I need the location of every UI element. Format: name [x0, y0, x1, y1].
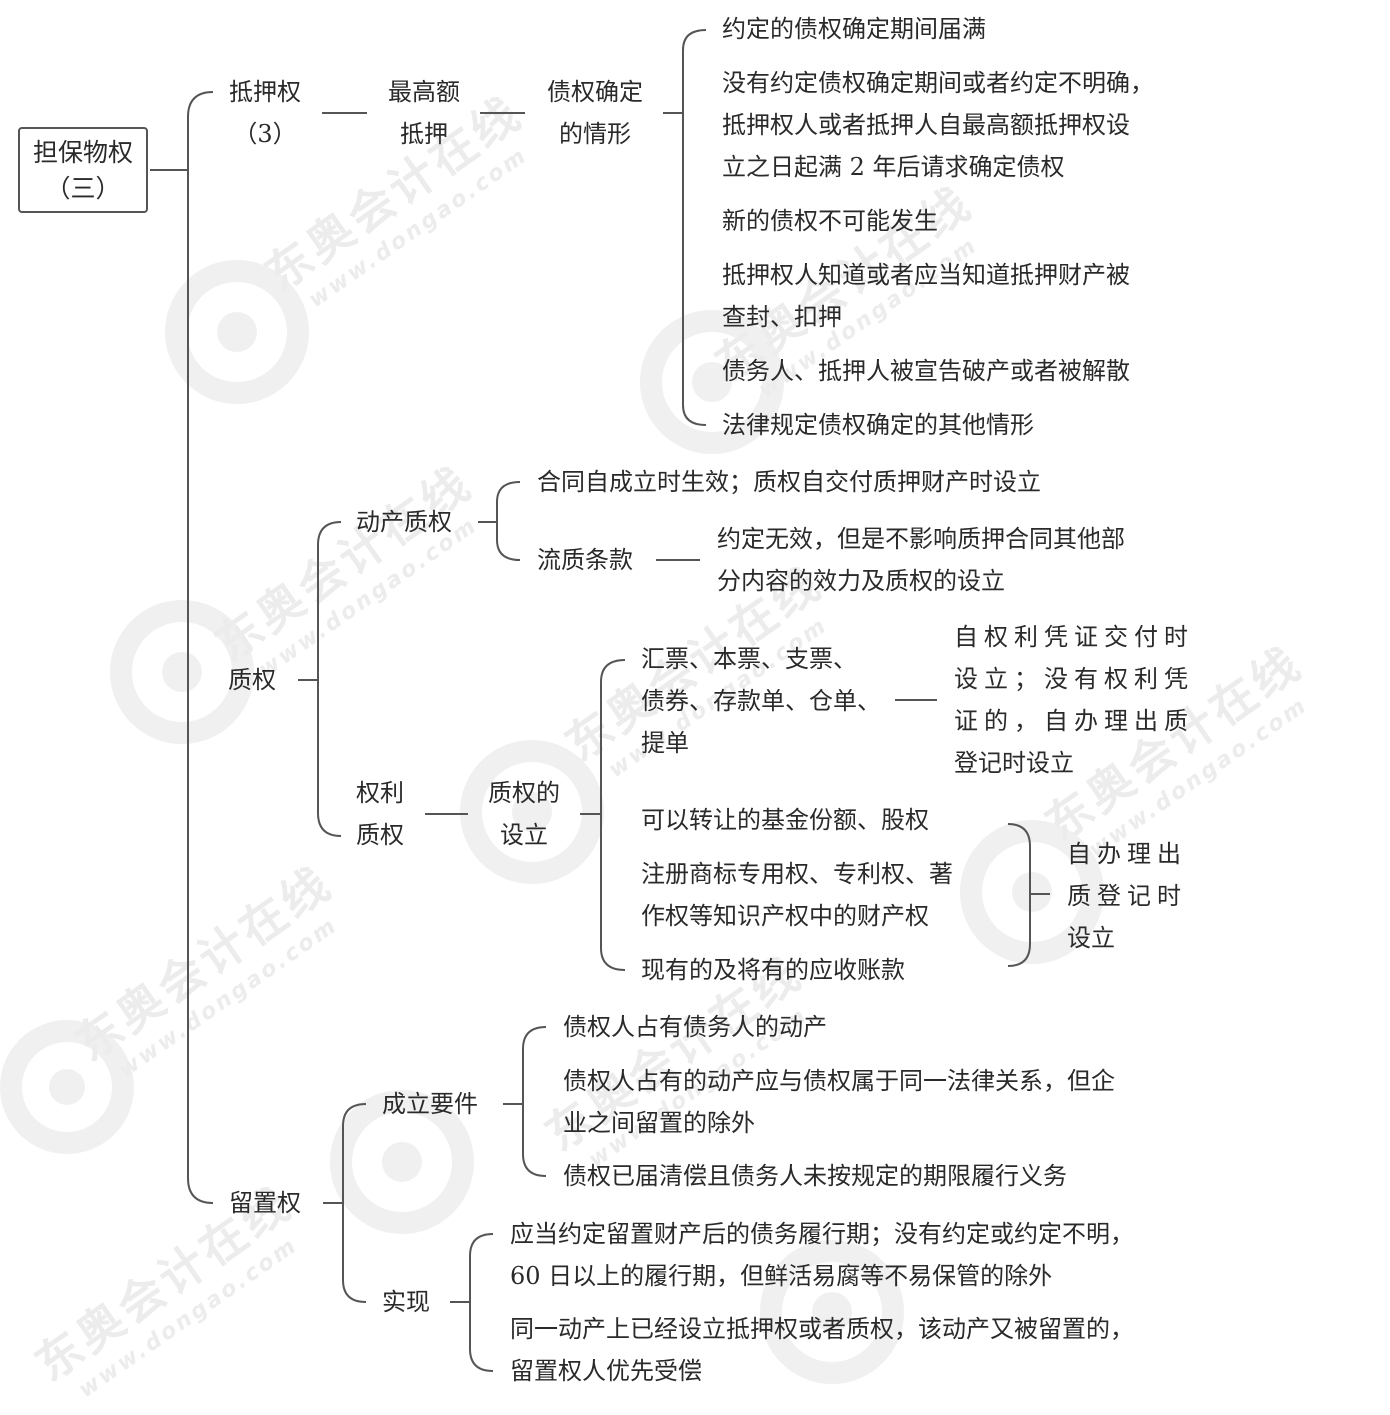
realization-item: 同一动产上已经设立抵押权或者质权，该动产又被留置的， [510, 1315, 1134, 1343]
rights-item: 作权等知识产权中的财产权 [641, 902, 929, 930]
registration-result-text: 自办理出 质登记时 设立 [1067, 840, 1187, 952]
claim-determination-node: 债权确定 的情形 [547, 78, 643, 148]
requirement-item: 债权人占有债务人的动产 [563, 1013, 827, 1041]
lien-node: 留置权 [229, 1189, 301, 1217]
requirement-item: 业之间留置的除外 [563, 1109, 755, 1137]
rights-item: 现有的及将有的应收账款 [641, 956, 905, 984]
lien-requirements-node: 成立要件 [382, 1090, 478, 1118]
mortgage-item: 立之日起满 2 年后请求确定债权 [722, 153, 1065, 181]
rights-item: 可以转让的基金份额、股权 [641, 806, 929, 834]
pledge-node: 质权 [228, 666, 276, 694]
requirement-item: 债权人占有的动产应与债权属于同一法律关系，但企 [563, 1067, 1115, 1095]
max-mortgage-node: 最高额 抵押 [388, 78, 460, 148]
pledge-setup-node: 质权的 设立 [488, 779, 560, 849]
root-title: 担保物权 [32, 138, 133, 167]
realization-item: 60 日以上的履行期，但鲜活易腐等不易保管的除外 [510, 1262, 1053, 1290]
movable-effect-text: 合同自成立时生效；质权自交付质押财产时设立 [537, 468, 1041, 496]
mortgage-item: 约定的债权确定期间届满 [722, 15, 986, 43]
realization-item: 留置权人优先受偿 [510, 1357, 702, 1385]
rights-item: 注册商标专用权、专利权、著 [641, 860, 953, 888]
lien-realization-node: 实现 [382, 1288, 430, 1316]
forfeiture-clause-node: 流质条款 [537, 546, 633, 574]
root-subtitle: （三） [45, 174, 121, 203]
instruments-result-text: 自权利凭证交付时 设立；没有权利凭 证的，自办理出质 登记时设立 [954, 623, 1194, 777]
requirement-item: 债权已届清偿且债务人未按规定的期限履行义务 [563, 1162, 1067, 1190]
mortgage-item: 查封、扣押 [722, 303, 842, 331]
mortgage-item: 法律规定债权确定的其他情形 [722, 411, 1034, 439]
mortgage-node: 抵押权 （3） [229, 78, 301, 148]
root-node: 担保物权 （三） [18, 127, 148, 213]
mortgage-item: 新的债权不可能发生 [722, 207, 938, 235]
mortgage-item: 债务人、抵押人被宣告破产或者被解散 [722, 357, 1130, 385]
forfeiture-clause-text: 约定无效，但是不影响质押合同其他部 [717, 525, 1125, 553]
mortgage-item: 抵押权人知道或者应当知道抵押财产被 [722, 261, 1130, 289]
negotiable-instruments-text: 汇票、本票、支票、 债券、存款单、仓单、 提单 [641, 645, 881, 757]
mortgage-item: 抵押权人或者抵押人自最高额抵押权设 [722, 111, 1130, 139]
forfeiture-clause-text: 分内容的效力及质权的设立 [717, 567, 1005, 595]
rights-pledge-node: 权利 质权 [356, 779, 404, 849]
realization-item: 应当约定留置财产后的债务履行期；没有约定或约定不明， [510, 1220, 1134, 1248]
mortgage-item: 没有约定债权确定期间或者约定不明确， [722, 69, 1154, 97]
movable-pledge-node: 动产质权 [356, 508, 452, 536]
